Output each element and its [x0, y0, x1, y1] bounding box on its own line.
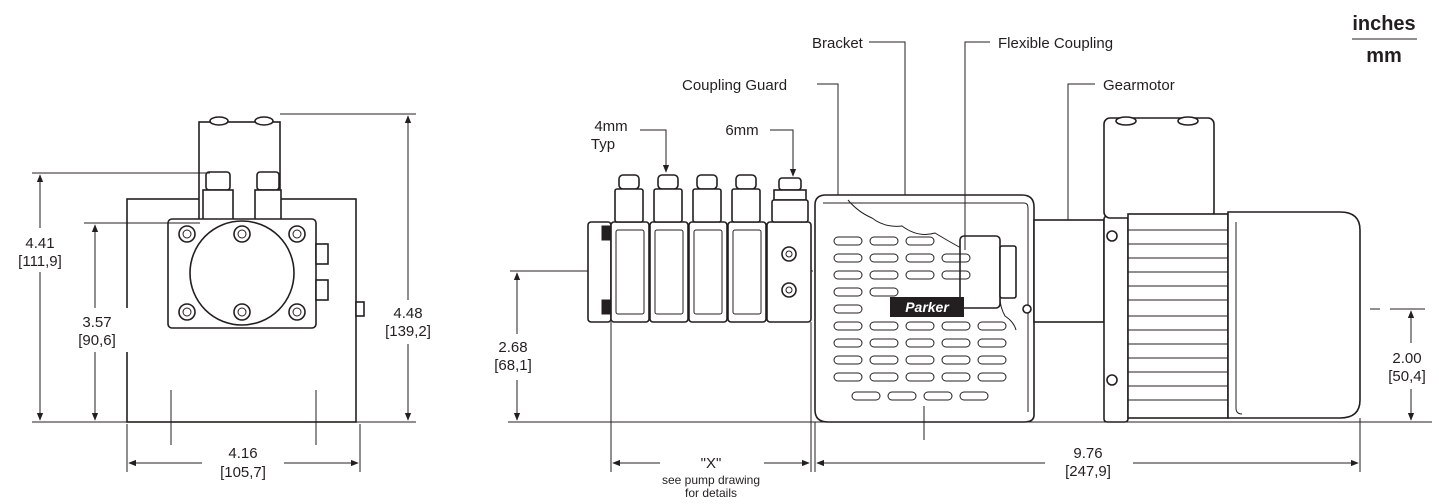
bracket-bolt	[209, 116, 229, 126]
fitting-4mm	[692, 174, 722, 223]
plate-screw	[178, 303, 196, 321]
plate-screw	[233, 303, 251, 321]
label-backdrop	[478, 334, 548, 380]
side-view: 4.41 [111,9] 3.57 [90,6] 4.48 [139,2] 4.…	[4, 113, 444, 486]
dimension-value-inches: 2.68	[498, 339, 527, 356]
motor-flange	[1103, 215, 1129, 423]
dimension-value-mm: [50,4]	[1388, 368, 1426, 385]
coupling-guard-leader	[817, 83, 839, 195]
x-note-line-2: for details	[685, 486, 737, 500]
dimension-value-inches: 9.76	[1073, 445, 1102, 462]
label-backdrop	[1376, 343, 1438, 389]
end-cap-edge	[1235, 222, 1243, 415]
dimension-value-inches: 4.41	[25, 235, 54, 252]
callout-coupling-guard: Coupling Guard	[682, 77, 787, 94]
motor-adapter	[1033, 219, 1105, 323]
guard-inner-edge	[823, 202, 1029, 412]
small-screw	[1022, 304, 1032, 314]
pump-head	[688, 221, 728, 323]
dimension-value-mm: [90,6]	[78, 332, 116, 349]
plate-screw	[178, 225, 196, 243]
gearbox-bolt	[1177, 116, 1199, 126]
dimension-value-mm: [247,9]	[1065, 463, 1111, 480]
fitting-4mm	[653, 174, 683, 223]
label-backdrop	[202, 440, 284, 486]
bracket-leader	[869, 41, 906, 195]
dimension-value-mm: [139,2]	[385, 323, 431, 340]
label-backdrop	[66, 308, 128, 352]
side-fitting	[202, 171, 234, 223]
callout-4mm-typ: Typ	[591, 136, 615, 153]
pump-head	[766, 221, 812, 323]
parker-logo: Parker	[890, 297, 964, 317]
pump-face	[189, 220, 295, 326]
plate-screw	[288, 303, 306, 321]
motor-fins	[1128, 229, 1228, 401]
plate-screw	[288, 225, 306, 243]
vent-slots	[833, 236, 1007, 401]
plate-screw	[233, 225, 251, 243]
callout-6mm: 6mm	[725, 122, 758, 139]
callout-4mm: 4mm	[594, 118, 627, 135]
callout-flexible-coupling: Flexible Coupling	[998, 35, 1113, 52]
pump-head	[649, 221, 689, 323]
gearbox-bolt	[1115, 116, 1137, 126]
fitting-4mm	[731, 174, 761, 223]
pump-head	[727, 221, 767, 323]
label-backdrop	[372, 300, 444, 344]
callout-bracket: Bracket	[812, 35, 864, 52]
label-backdrop	[4, 228, 76, 272]
dimension-value-inches: 4.48	[393, 305, 422, 322]
motor-end-cap	[1227, 211, 1361, 419]
label-backdrop	[660, 452, 764, 504]
dimension-value-x: "X"	[701, 455, 722, 472]
dimension-value-inches: 3.57	[82, 314, 111, 331]
side-port	[315, 279, 329, 301]
flange-bolt	[1106, 374, 1118, 386]
label-backdrop	[1045, 440, 1133, 486]
units-inches: inches	[1352, 13, 1415, 35]
pump-head	[610, 221, 650, 323]
dimension-value-mm: [111,9]	[18, 253, 62, 270]
fitting-6mm-leader	[770, 129, 797, 177]
coupling-hub	[999, 245, 1017, 299]
flange-bolt	[1106, 230, 1118, 242]
x-note-line-1: see pump drawing	[662, 473, 760, 487]
fitting-6mm	[771, 177, 809, 223]
side-port	[315, 243, 329, 265]
gearmotor-leader	[1067, 83, 1095, 220]
dimension-value-inches: 4.16	[228, 445, 257, 462]
cutaway-edge	[847, 199, 1017, 331]
dimension-value-mm: [105,7]	[220, 464, 266, 481]
callout-gearmotor: Gearmotor	[1103, 77, 1175, 94]
bracket-bolt	[254, 116, 274, 126]
side-fitting	[254, 171, 282, 223]
flexible-coupling-leader	[964, 41, 990, 250]
fitting-4mm	[614, 174, 644, 223]
side-knob	[355, 301, 365, 317]
fitting-4mm-leader	[640, 129, 670, 173]
front-view: Parker	[478, 35, 1438, 504]
brand-text: Parker	[905, 299, 950, 315]
units-legend: inches mm	[1352, 13, 1417, 67]
flexible-coupling	[959, 235, 1001, 309]
units-mm: mm	[1366, 45, 1402, 67]
gearbox-housing	[1103, 117, 1215, 219]
dimension-value-mm: [68,1]	[494, 357, 532, 374]
dimension-value-inches: 2.00	[1392, 350, 1421, 367]
